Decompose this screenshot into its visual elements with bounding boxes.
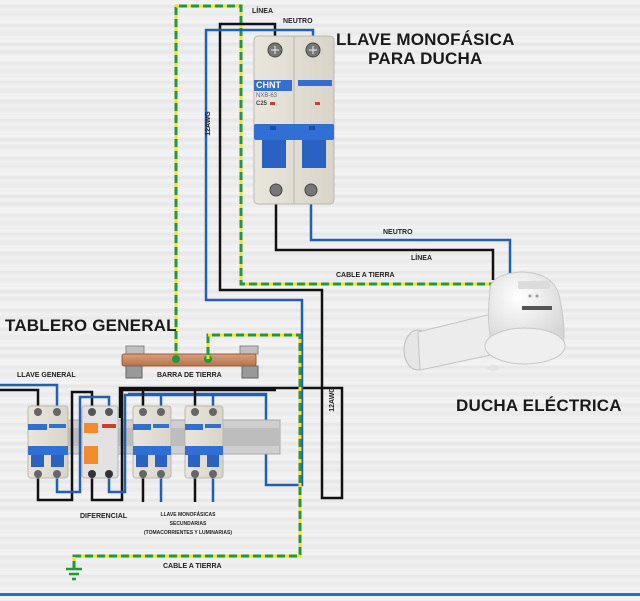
rcd-out-neutral [107, 393, 266, 494]
main-breaker [27, 405, 69, 479]
breaker-brand: CHNT [256, 80, 281, 90]
switch-title-line-2: PARA DUCHA [368, 49, 483, 68]
ground-bar [121, 345, 259, 379]
label-mid-ground: CABLE A TIERRA [336, 272, 395, 279]
label-ground-bar: BARRA DE TIERRA [157, 372, 222, 379]
breaker-rating: C25 [256, 101, 268, 107]
label-secondary-line-1: LLAVE MONOFÁSICAS [160, 512, 216, 518]
label-secondary-breakers: LLAVE MONOFÁSICAS SECUNDARIAS (TOMACORRI… [138, 511, 238, 538]
label-secondary-line-3: (TOMACORRIENTES Y LUMINARIAS) [143, 530, 233, 536]
secondary-breaker-1 [132, 405, 172, 479]
secondary-breaker-2 [184, 405, 224, 479]
shower-title: DUCHA ELÉCTRICA [456, 396, 622, 415]
main-feed-line [0, 388, 40, 408]
ground-wire-bar-to-bottom [72, 333, 302, 568]
line-to-shower [274, 195, 495, 280]
label-main-breaker: LLAVE GENERAL [17, 372, 76, 379]
main-to-rcd-neutral [55, 395, 111, 494]
rcd-differential [81, 405, 119, 479]
label-gauge-upper: 12AWG [204, 111, 212, 136]
ground-wire-upper [174, 4, 492, 355]
breaker-model: NXB-63 [256, 93, 278, 99]
label-gauge-lower: 12AWG [328, 387, 336, 412]
bottom-accent-bar [0, 593, 640, 596]
earth-ground-icon [66, 567, 82, 581]
label-bottom-ground: CABLE A TIERRA [163, 563, 222, 570]
main-to-rcd-line [36, 390, 94, 502]
electric-shower [403, 271, 566, 371]
panel-title: TABLERO GENERAL [5, 316, 177, 335]
shower-breaker [253, 35, 335, 205]
rcd-out-line [90, 388, 276, 502]
switch-title-line-1: LLAVE MONOFÁSICA [336, 30, 515, 49]
label-mid-neutral: NEUTRO [383, 229, 413, 236]
main-feed-neutral [0, 383, 59, 408]
neutral-to-shower [309, 195, 512, 275]
label-secondary-line-2: SECUNDARIAS [169, 521, 207, 527]
switch-title: LLAVE MONOFÁSICA PARA DUCHA [336, 30, 515, 68]
line-wire-upper [118, 22, 344, 500]
label-rcd: DIFERENCIAL [80, 513, 128, 520]
label-mid-line: LÍNEA [411, 255, 432, 262]
label-top-line: LÍNEA [252, 8, 273, 15]
label-top-neutral: NEUTRO [283, 18, 313, 25]
